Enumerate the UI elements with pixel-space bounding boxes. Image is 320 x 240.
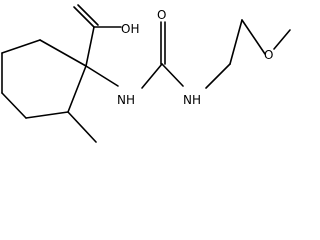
ch2-ch2-bond <box>229 19 243 65</box>
ring-bond <box>67 65 87 113</box>
ring-bond <box>1 92 27 119</box>
c-n-bond <box>161 63 184 87</box>
molecule-svg: OH NH O NH O <box>1 4 291 143</box>
structure-diagram: OH NH O NH O <box>1 4 291 143</box>
n-c-bond <box>141 63 163 89</box>
methyl-bond <box>67 111 97 143</box>
amide-nh-right-label: NH <box>183 93 201 107</box>
ring-bond <box>39 39 87 67</box>
amide-nh-left-label: NH <box>117 93 135 107</box>
o-ch3-bond <box>273 29 291 50</box>
urea-group <box>85 21 184 89</box>
carboxylic-acid-group <box>73 4 122 67</box>
carboxyl-oh-label: OH <box>121 22 139 36</box>
ring-bond <box>25 111 69 119</box>
c-n-bond <box>85 65 119 87</box>
carbonyl-double-bond <box>77 4 99 26</box>
ether-oxygen-label: O <box>264 48 273 62</box>
urea-oxygen-label: O <box>157 8 166 22</box>
cyclohexane-ring <box>1 39 87 119</box>
carbonyl-double-bond <box>73 6 95 28</box>
carboxyl-carbon-bond <box>85 26 95 67</box>
n-ch2-bond <box>205 63 231 89</box>
ring-bond <box>1 39 41 54</box>
methoxyethyl-chain <box>205 19 291 89</box>
ch2-o-bond <box>241 19 266 55</box>
